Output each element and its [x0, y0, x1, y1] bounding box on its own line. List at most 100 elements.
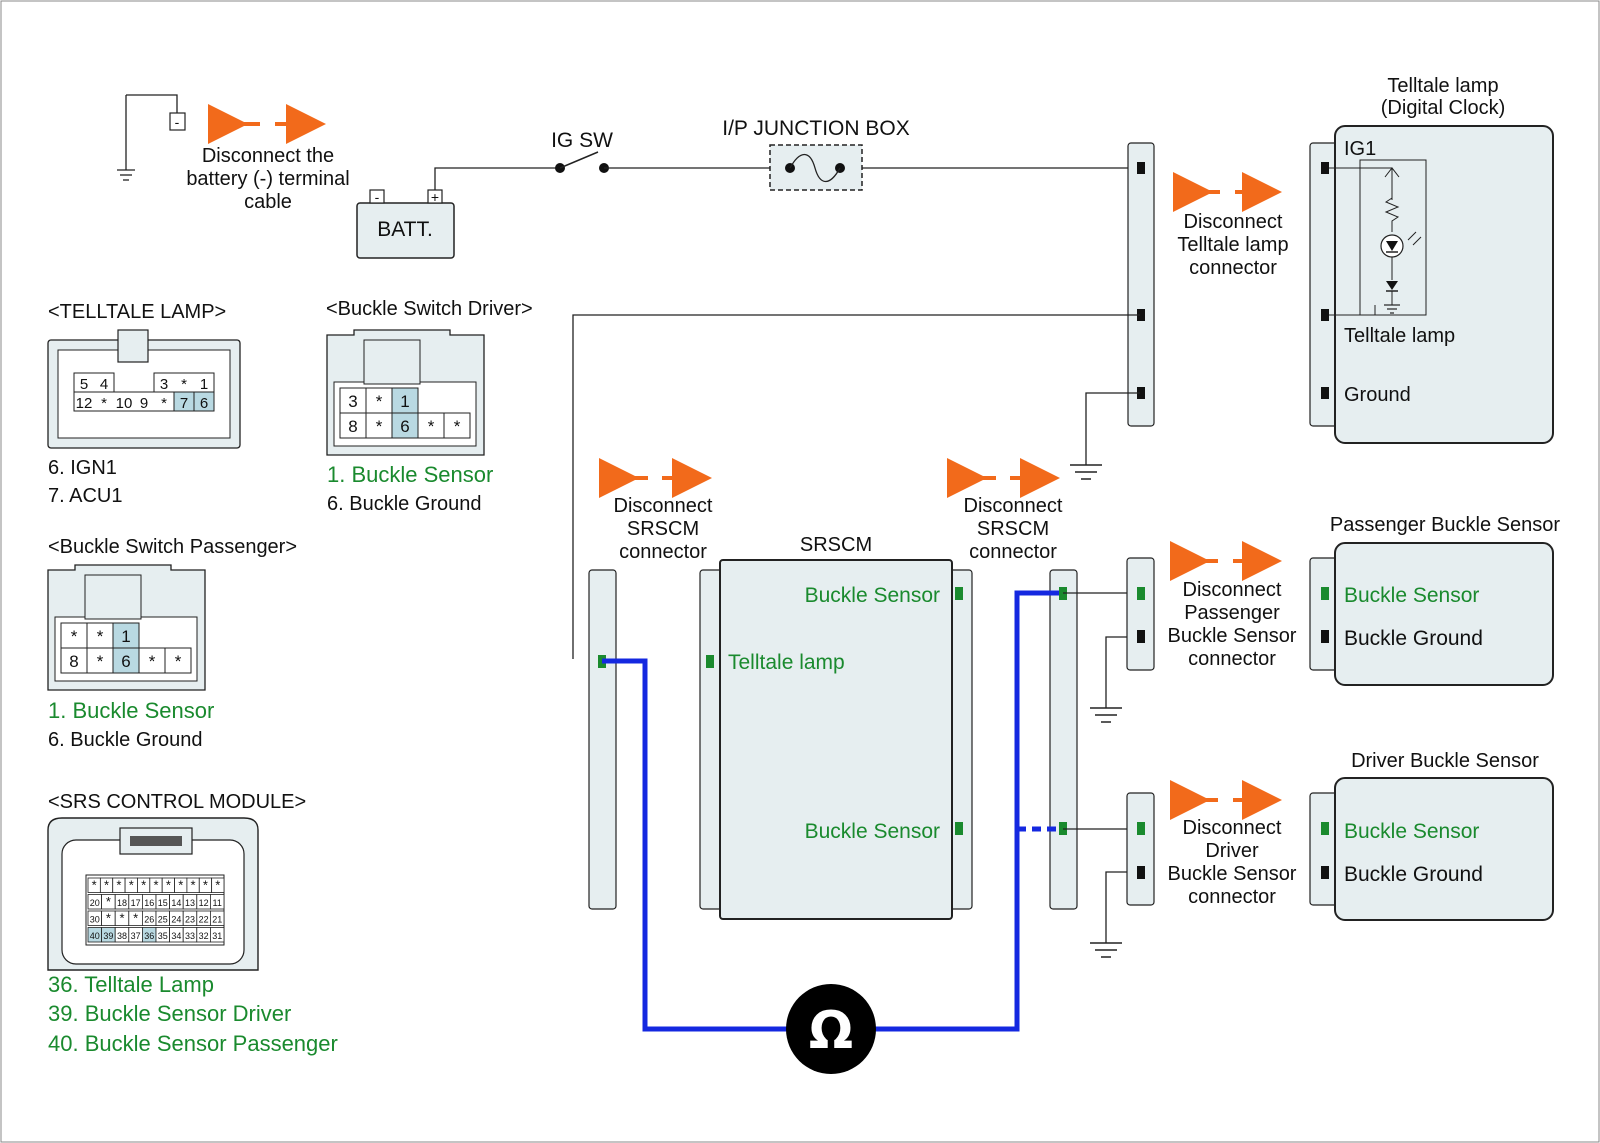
battery-neg-sign: - — [375, 189, 380, 205]
junction-box-label: I/P JUNCTION BOX — [722, 117, 909, 140]
telltale-note-2: 7. ACU1 — [48, 485, 122, 507]
srscm-disconnect-left: Disconnect SRSCM connector — [599, 458, 713, 563]
ohmmeter-icon: Ω — [786, 984, 876, 1074]
ground-icon — [1070, 464, 1102, 480]
srs-connector-title: <SRS CONTROL MODULE> — [48, 791, 306, 813]
buckle-driver-pin: 6 — [400, 417, 409, 436]
srs-pin-label: 35 — [158, 931, 168, 941]
ohmmeter-probe-wires — [602, 590, 1059, 1032]
telltale-pin-9: 9 — [140, 395, 148, 412]
srs-pin-label: 17 — [131, 898, 141, 908]
buckle-passenger-note-2: 6. Buckle Ground — [48, 729, 203, 751]
ohm-symbol: Ω — [809, 1001, 853, 1061]
srs-note-2: 39. Buckle Sensor Driver — [48, 1001, 291, 1026]
srs-pin-cell — [209, 910, 225, 926]
telltale-lamp-module: Telltale lamp (Digital Clock) IG1 Tellta… — [1309, 75, 1554, 444]
srs-pin-label: 24 — [171, 915, 181, 925]
srscm-module: SRSCM Buckle Sensor Telltale lamp Buckle… — [719, 534, 953, 920]
telltale-pin-lamp: Telltale lamp — [1344, 325, 1455, 347]
buckle-driver-pin: * — [376, 417, 383, 436]
diode-icon — [1386, 281, 1398, 290]
srs-pin-label: 12 — [199, 898, 209, 908]
battery-label: BATT. — [377, 218, 433, 241]
telltale-note-1: 6. IGN1 — [48, 457, 117, 479]
srs-pin-label: 30 — [90, 915, 100, 925]
telltale-pin-12: 12 — [76, 395, 93, 412]
driver-disconnect-line2: Driver — [1205, 840, 1259, 862]
buckle-passenger-note-1: 1. Buckle Sensor — [48, 698, 214, 723]
srs-pin-label: * — [203, 878, 208, 893]
srs-pin-label: 26 — [144, 915, 154, 925]
srs-pin-label: 31 — [212, 931, 222, 941]
srs-pin-label: * — [166, 878, 171, 893]
srscm-left-disconnect-line2: SRSCM — [627, 518, 699, 540]
telltale-pin-6: 6 — [200, 395, 208, 412]
srs-note-1: 36. Telltale Lamp — [48, 972, 214, 997]
srscm-right-disconnect-line3: connector — [969, 541, 1057, 563]
telltale-disconnect-line2: Telltale lamp — [1177, 234, 1288, 256]
srs-pin-label: 25 — [158, 915, 168, 925]
telltale-pin-4: 4 — [100, 376, 108, 393]
buckle-passenger-pin: 1 — [121, 627, 130, 646]
srs-pin-label: 21 — [212, 915, 222, 925]
buckle-driver-pin: * — [428, 417, 435, 436]
srs-pin-label: * — [92, 878, 97, 893]
passenger-sensor-title: Passenger Buckle Sensor — [1330, 514, 1560, 536]
srs-pin-label: 32 — [199, 931, 209, 941]
driver-disconnect-line3: Buckle Sensor — [1168, 863, 1297, 885]
passenger-disconnect-line2: Passenger — [1184, 602, 1280, 624]
buckle-driver-note-2: 6. Buckle Ground — [327, 493, 482, 515]
telltale-pin-10: 10 — [116, 395, 133, 412]
buckle-driver-connector-face: 3 * 1 8 * 6 * * — [326, 329, 485, 456]
passenger-sensor-pin-buckle-sensor: Buckle Sensor — [1344, 584, 1479, 607]
telltale-harness-connector — [1127, 142, 1155, 427]
srscm-disconnect-right: Disconnect SRSCM connector — [947, 458, 1063, 563]
telltale-connector-face: 5 4 3 * 1 12 * 10 9 * 7 6 — [47, 329, 241, 449]
buckle-passenger-title: <Buckle Switch Passenger> — [48, 536, 297, 558]
battery-disconnect-group: - Disconnect the battery (-) terminal ca… — [117, 94, 350, 213]
buckle-passenger-pin: 6 — [121, 652, 130, 671]
buckle-passenger-pin: * — [97, 627, 104, 646]
srs-pin-cell — [209, 894, 225, 910]
srs-pin-label: 23 — [185, 915, 195, 925]
srs-pin-label: * — [215, 878, 220, 893]
telltale-pin-1: 1 — [200, 376, 208, 393]
fuse-icon — [789, 153, 841, 183]
telltale-pin-ig1: IG1 — [1344, 138, 1376, 160]
srs-pin-label: 39 — [103, 931, 113, 941]
srs-pin-label: 37 — [131, 931, 141, 941]
srs-pin-label: * — [106, 894, 111, 909]
srs-pin-label: 36 — [144, 931, 154, 941]
srs-pin-label: 20 — [90, 898, 100, 908]
ground-icon — [1090, 707, 1122, 723]
driver-buckle-sensor: Driver Buckle Sensor Buckle Sensor Buckl… — [1309, 750, 1554, 921]
srs-pin-label: * — [191, 878, 196, 893]
srs-pin-label: * — [178, 878, 183, 893]
battery-disconnect-line3: cable — [244, 191, 292, 213]
srscm-left-disconnect-line3: connector — [619, 541, 707, 563]
telltale-disconnect-line1: Disconnect — [1184, 211, 1283, 233]
srs-pin-label: 22 — [199, 915, 209, 925]
srs-pin-label: 34 — [171, 931, 181, 941]
srscm-right-disconnect-line2: SRSCM — [977, 518, 1049, 540]
battery-disconnect-line1: Disconnect the — [202, 145, 334, 167]
passenger-disconnect-line1: Disconnect — [1183, 579, 1282, 601]
srs-pin-label: 16 — [144, 898, 154, 908]
srs-pin-label: 14 — [171, 898, 181, 908]
buckle-driver-pin: * — [454, 417, 461, 436]
srscm-right-disconnect-line1: Disconnect — [964, 495, 1063, 517]
srscm-pin-buckle-sensor-passenger: Buckle Sensor — [805, 584, 940, 607]
telltale-title-line1: Telltale lamp — [1387, 75, 1498, 97]
passenger-disconnect-line3: Buckle Sensor — [1168, 625, 1297, 647]
battery-pos-sign: + — [431, 189, 439, 205]
ig-switch: IG SW — [551, 129, 613, 173]
srs-pin-label: * — [129, 878, 134, 893]
buckle-passenger-pin: 8 — [69, 652, 78, 671]
srscm-title: SRSCM — [800, 534, 872, 556]
srs-pin-label: 40 — [90, 931, 100, 941]
buckle-driver-pin: 8 — [348, 417, 357, 436]
passenger-buckle-sensor: Passenger Buckle Sensor Buckle Sensor Bu… — [1309, 514, 1560, 686]
buckle-passenger-pin: * — [71, 627, 78, 646]
driver-sensor-title: Driver Buckle Sensor — [1351, 750, 1539, 772]
